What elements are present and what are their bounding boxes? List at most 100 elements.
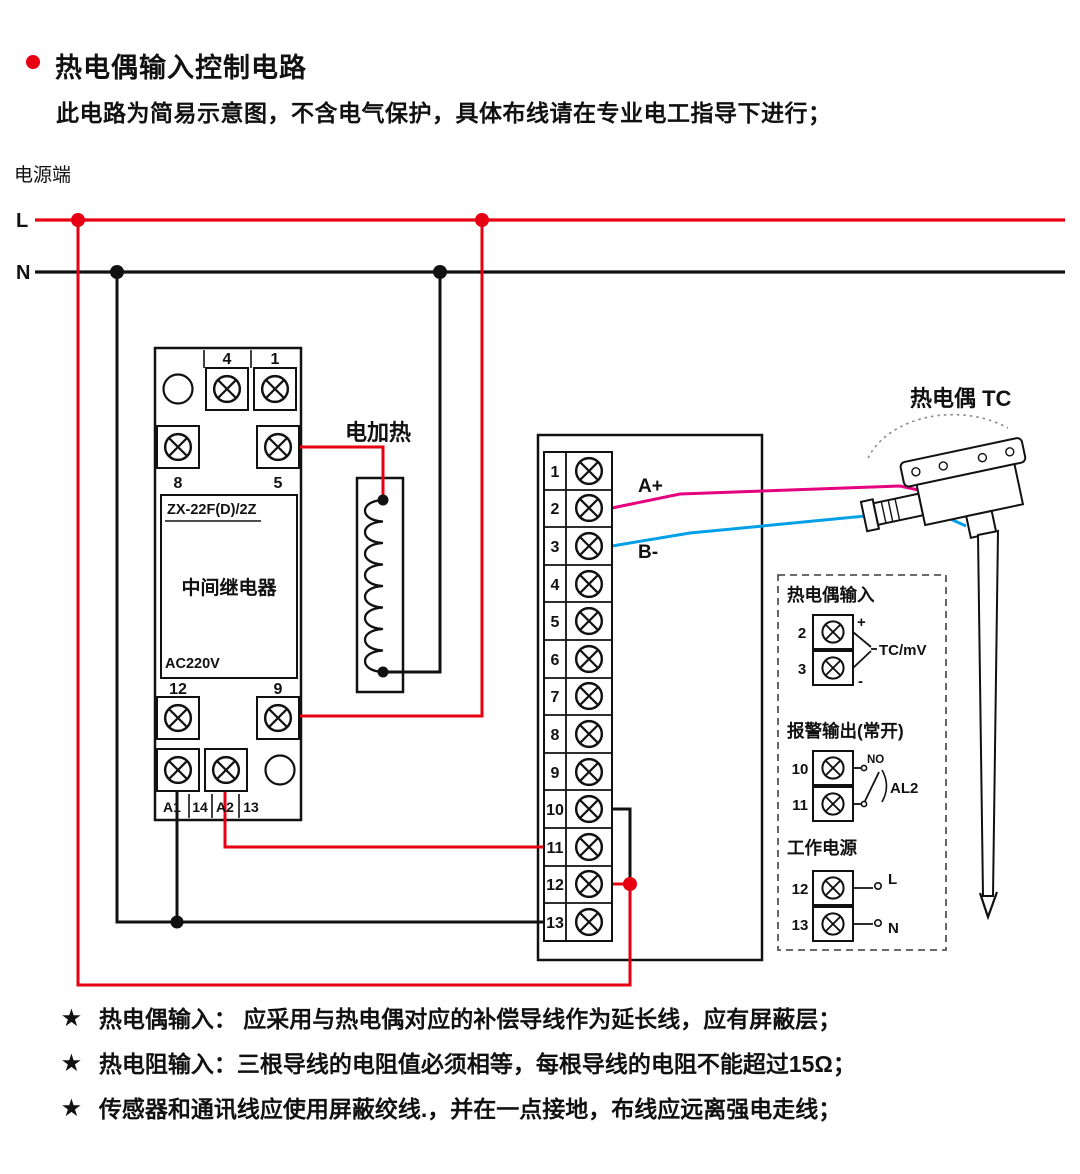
relay-terminal-label: 4 [223, 351, 232, 368]
heater-coil [364, 498, 384, 674]
relay-terminal-label: 8 [174, 475, 183, 492]
panel-terminal-number: 13 [792, 917, 809, 934]
line-L-label: L [16, 210, 28, 232]
relay-terminal-label: A1 [163, 799, 181, 815]
panel-terminal-number: 11 [792, 797, 808, 814]
thread-line [880, 501, 887, 524]
footnotes: ★ 热电偶输入： 应采用与热电偶对应的补偿导线作为延长线，应有屏蔽层； ★ 热电… [62, 1004, 856, 1124]
screw-terminal-icon [163, 432, 193, 462]
junction-dot [433, 265, 447, 279]
switch-blade [864, 771, 880, 802]
screw-terminal-icon [574, 719, 604, 749]
subtitle: 此电路为简易示意图，不含电气保护，具体布线请在专业电工指导下进行； [56, 100, 832, 126]
junction-dot [71, 213, 85, 227]
terminal-number: 8 [551, 727, 560, 744]
panel-terminal-number: 3 [798, 661, 806, 678]
wire-N-to-terminal13 [115, 272, 544, 924]
diagram-labels: 电源端 L N A+ B- [14, 164, 663, 563]
relay-terminal-label: 14 [192, 799, 208, 815]
junction-dot [475, 213, 489, 227]
cap-bolt [1005, 447, 1015, 457]
terminal-number: 7 [551, 689, 560, 706]
screw-terminal-icon [211, 755, 241, 785]
bracket-line [852, 650, 872, 669]
page-title: 热电偶输入控制电路 [55, 53, 307, 83]
terminal-grid-lines [544, 489, 612, 904]
signal-type-label: TC/mV [879, 642, 927, 659]
screw-terminal-icon [821, 912, 845, 936]
screw-terminal-icon [574, 606, 604, 636]
junction-dot [110, 265, 124, 279]
star-icon: ★ [62, 1007, 81, 1030]
polarity-minus: - [858, 673, 863, 690]
probe-shaft [976, 529, 1000, 897]
terminal-number: 6 [551, 652, 560, 669]
supply-point [873, 881, 882, 890]
footnote: ★ 热电偶输入： 应采用与热电偶对应的补偿导线作为延长线，应有屏蔽层； [62, 1004, 856, 1034]
wire-N-to-heater [383, 272, 442, 674]
footnote-text: 传感器和通讯线应使用屏蔽绞线.，并在一点接地，布线应远离强电走线； [98, 1096, 842, 1122]
cap-bolt [938, 461, 948, 471]
terminal-number: 1 [551, 464, 560, 481]
terminal-number: 10 [546, 802, 564, 819]
supply-title: 工作电源 [787, 838, 857, 858]
probe-tip [978, 891, 999, 921]
screw-terminal-icon [821, 876, 845, 900]
relay-terminal-label: A2 [216, 799, 234, 815]
thread-line [887, 500, 894, 522]
screw-terminal-icon [574, 869, 604, 899]
io-panel: 热电偶输入 2 3 + - TC/mV 报警输出(常开) 10 11 [777, 574, 947, 951]
terminal-number: 12 [546, 877, 564, 894]
footnote: ★ 传感器和通讯线应使用屏蔽绞线.，并在一点接地，布线应远离强电走线； [62, 1094, 856, 1124]
terminal-number: 4 [551, 577, 560, 594]
terminal-number: 3 [551, 539, 560, 556]
intermediate-relay: 4 1 8 5 ZX-22F(D)/2Z 中间继电器 AC220V 12 9 [156, 350, 300, 818]
thermocouple-sensor: 热电偶 TC [859, 386, 1027, 921]
tc-input-title: 热电偶输入 [787, 585, 875, 605]
power-source-label: 电源端 [14, 164, 71, 186]
screw-terminal-icon [574, 569, 604, 599]
screw-terminal-icon [574, 681, 604, 711]
wires [35, 218, 1065, 987]
relay-terminal-label: 12 [169, 681, 187, 698]
tc-connection-head [859, 437, 1027, 539]
footnote-text: 热电阻输入：三根导线的电阻值必须相等，每根导线的电阻不能超过15Ω； [98, 1051, 856, 1077]
junction-dots [71, 213, 637, 929]
heater-label: 电加热 [345, 420, 411, 445]
wire-a-plus-label: A+ [638, 476, 663, 497]
screw-terminal-icon [263, 703, 293, 733]
mounting-hole [264, 754, 296, 786]
relay-terminal-label: 13 [243, 799, 259, 815]
thread-line [894, 498, 901, 521]
panel-terminal-number: 2 [798, 625, 806, 642]
polarity-plus: + [857, 614, 866, 631]
relay-terminal-label: 9 [274, 681, 283, 698]
footnote: ★ 热电阻输入：三根导线的电阻值必须相等，每根导线的电阻不能超过15Ω； [62, 1049, 856, 1079]
relay-voltage: AC220V [165, 656, 220, 672]
screw-terminal-icon [574, 531, 604, 561]
screw-terminal-icon [821, 792, 845, 816]
thermocouple-label: 热电偶 TC [910, 386, 1012, 411]
screw-terminal-icon [163, 703, 193, 733]
screw-terminal-icon [821, 656, 845, 680]
screw-terminal-icon [574, 832, 604, 862]
terminal-number: 9 [551, 765, 560, 782]
alarm-output-title: 报警输出(常开) [787, 721, 904, 741]
relay-terminal-label: 1 [271, 351, 280, 368]
junction-dot [170, 915, 184, 929]
supply-live-label: L [888, 871, 897, 888]
screw-terminal-icon [821, 756, 845, 780]
bracket-line [852, 631, 872, 648]
cap-bolt [911, 467, 921, 477]
star-icon: ★ [62, 1097, 81, 1120]
panel-terminal-number: 10 [792, 761, 809, 778]
wire-L-to-relay9 [299, 220, 484, 718]
contact-point [860, 764, 868, 772]
cable-entry [872, 492, 925, 526]
screw-terminal-icon [574, 757, 604, 787]
relay-model: ZX-22F(D)/2Z [167, 502, 257, 518]
screw-terminal-icon [574, 644, 604, 674]
terminal-block: 1 2 3 4 5 6 7 8 9 10 11 12 13 [543, 451, 613, 942]
wire-relay5-to-heater [278, 445, 385, 500]
